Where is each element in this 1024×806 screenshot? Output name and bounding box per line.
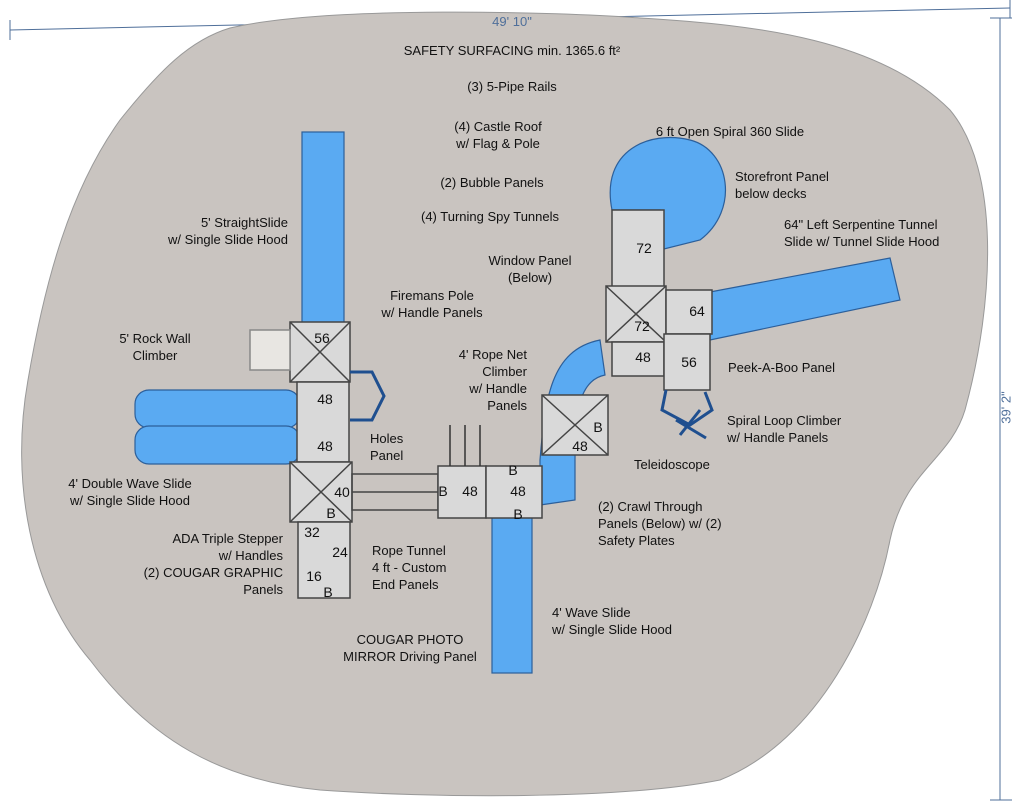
straight-slide xyxy=(301,131,345,325)
step-height: 16 xyxy=(306,568,322,584)
window-panel-label: Window Panel (Below) xyxy=(488,253,572,285)
barrier-marker: B xyxy=(438,483,448,499)
holes-panel-label: Holes Panel xyxy=(370,431,404,463)
height-dimension: 39' 2" xyxy=(998,391,1014,424)
deck-height: 56 xyxy=(314,330,330,346)
spy-tunnels-label: (4) Turning Spy Tunnels xyxy=(420,209,560,224)
barrier-marker: B xyxy=(323,584,333,600)
deck-height: 64 xyxy=(689,303,705,319)
climbers xyxy=(350,370,714,466)
ada-stepper-label: ADA Triple Stepper w/ Handles (2) COUGAR… xyxy=(143,531,283,597)
deck-height: 40 xyxy=(334,484,350,500)
teleidoscope-label: Teleidoscope xyxy=(634,457,710,472)
castle-roof-label: (4) Castle Roof w/ Flag & Pole xyxy=(454,119,542,151)
spiral-slide xyxy=(609,136,726,251)
safety-surfacing-label: SAFETY SURFACING min. 1365.6 ft² xyxy=(403,43,621,58)
deck-height: 48 xyxy=(317,391,333,407)
crawl-through-label: (2) Crawl Through Panels (Below) w/ (2) … xyxy=(598,499,722,548)
serpentine-tunnel-label: 64" Left Serpentine Tunnel Slide w/ Tunn… xyxy=(784,217,940,249)
spiral-loop-label: Spiral Loop Climber w/ Handle Panels xyxy=(727,413,842,445)
double-wave-label: 4' Double Wave Slide w/ Single Slide Hoo… xyxy=(68,476,192,508)
peekaboo-label: Peek-A-Boo Panel xyxy=(728,360,835,375)
wave-slide-label: 4' Wave Slide w/ Single Slide Hood xyxy=(552,605,672,637)
barrier-marker: B xyxy=(513,506,523,522)
firemans-pole-label: Firemans Pole w/ Handle Panels xyxy=(381,288,483,320)
rope-tunnel-label: Rope Tunnel 4 ft - Custom End Panels xyxy=(372,543,447,592)
barrier-marker: B xyxy=(593,419,603,435)
double-wave-slide-bottom xyxy=(134,425,301,465)
deck-height: 48 xyxy=(635,349,651,365)
step-height: 32 xyxy=(304,524,320,540)
wave-slide xyxy=(491,514,533,674)
deck-height: 48 xyxy=(510,483,526,499)
deck-height: 48 xyxy=(462,483,478,499)
barrier-marker: B xyxy=(326,505,336,521)
deck-height: 72 xyxy=(634,318,650,334)
rope-net-label: 4' Rope Net Climber w/ Handle Panels xyxy=(458,347,527,413)
spiral-slide-label: 6 ft Open Spiral 360 Slide xyxy=(655,124,805,139)
double-wave-slide-top xyxy=(134,389,301,429)
deck-height: 56 xyxy=(681,354,697,370)
deck-height: 48 xyxy=(317,438,333,454)
decks xyxy=(249,209,713,599)
barrier-marker: B xyxy=(508,462,518,478)
straight-slide-label: 5' StraightSlide w/ Single Slide Hood xyxy=(168,215,288,247)
pipe-rails-label: (3) 5-Pipe Rails xyxy=(467,79,557,94)
bubble-panels-label: (2) Bubble Panels xyxy=(440,175,544,190)
deck-height: 48 xyxy=(572,438,588,454)
rock-wall-label: 5' Rock Wall Climber xyxy=(119,331,191,363)
deck-height: 72 xyxy=(636,240,652,256)
storefront-panel-label: Storefront Panel below decks xyxy=(735,169,829,201)
safety-surfacing-area xyxy=(21,11,989,797)
step-height: 24 xyxy=(332,544,348,560)
width-dimension: 49' 10" xyxy=(492,14,532,29)
cougar-mirror-label: COUGAR PHOTO MIRROR Driving Panel xyxy=(343,632,477,664)
